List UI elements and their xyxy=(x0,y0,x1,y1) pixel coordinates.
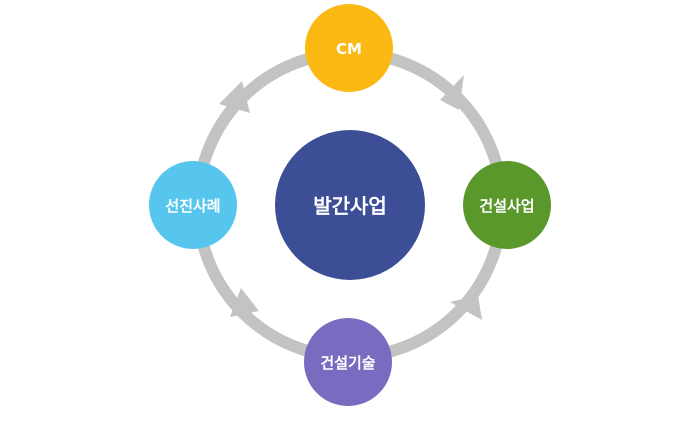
center-label: 발간사업 xyxy=(313,194,387,218)
center-circle xyxy=(275,130,425,280)
arrow-top-left xyxy=(219,81,250,113)
arrow-bottom-left xyxy=(230,288,259,317)
node-construction-technology-label: 건설기술 xyxy=(320,354,375,372)
node-cm-circle xyxy=(305,4,393,92)
arrow-bottom-right xyxy=(450,295,482,320)
node-cm[interactable]: CM xyxy=(305,4,393,92)
node-advanced-cases-label: 선진사례 xyxy=(165,197,220,215)
arrow-top-right xyxy=(440,75,464,110)
node-construction-business-circle xyxy=(463,161,551,249)
node-cm-label: CM xyxy=(336,40,362,58)
node-advanced-cases-circle xyxy=(149,161,237,249)
node-construction-business[interactable]: 건설사업 xyxy=(463,161,551,249)
center-node[interactable]: 발간사업 xyxy=(275,130,425,280)
node-construction-technology-circle xyxy=(304,318,392,406)
node-advanced-cases[interactable]: 선진사례 xyxy=(149,161,237,249)
node-construction-technology[interactable]: 건설기술 xyxy=(304,318,392,406)
node-construction-business-label: 건설사업 xyxy=(479,197,534,215)
